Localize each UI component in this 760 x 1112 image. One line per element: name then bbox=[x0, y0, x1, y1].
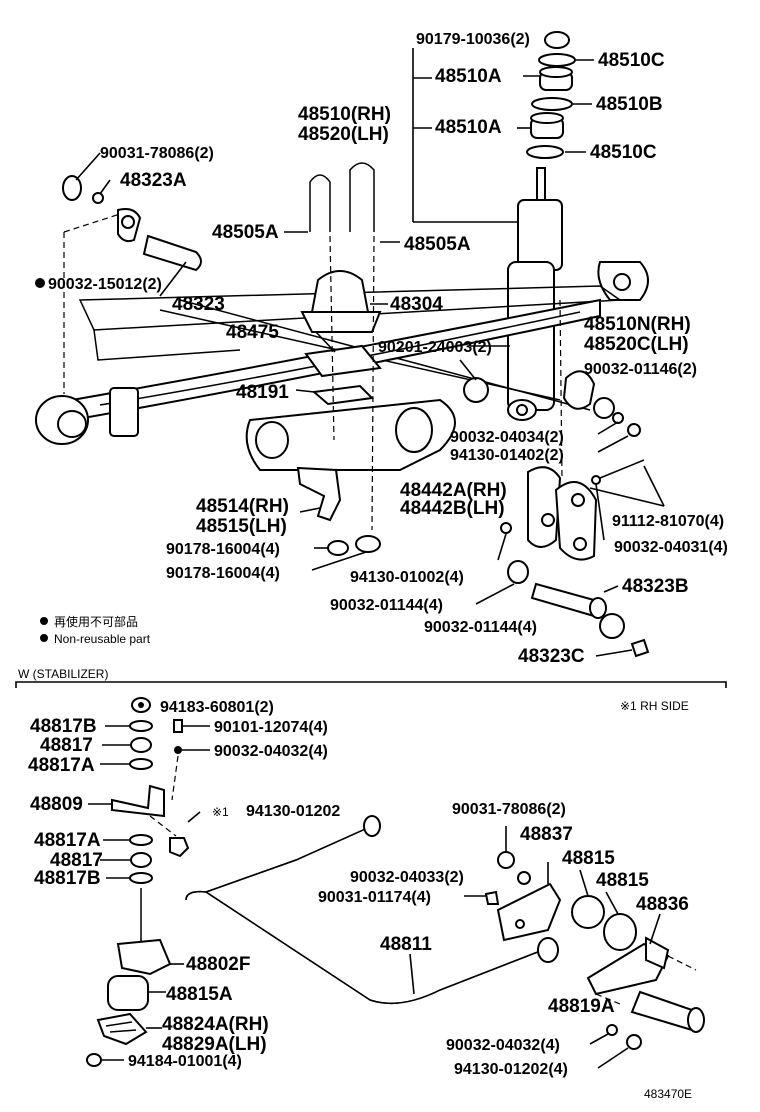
label-48510n-rh: 48510N(RH) bbox=[584, 314, 691, 335]
label-90032-15012: 90032-15012(2) bbox=[48, 276, 162, 293]
legend-english: Non-reusable part bbox=[54, 632, 151, 646]
label-94130-01202-bottom: 94130-01202(4) bbox=[454, 1061, 568, 1078]
label-48824a-rh: 48824A(RH) bbox=[162, 1014, 269, 1035]
label-48323a: 48323A bbox=[120, 170, 187, 191]
label-94130-01402: 94130-01402(2) bbox=[450, 447, 564, 464]
label-48304: 48304 bbox=[390, 294, 443, 315]
label-48442a-rh: 48442A(RH) bbox=[400, 480, 507, 501]
label-48510b: 48510B bbox=[596, 94, 663, 115]
label-90179-10036: 90179-10036(2) bbox=[416, 31, 530, 48]
rh-side-mark: ※1 bbox=[212, 805, 229, 819]
label-48442b-lh: 48442B(LH) bbox=[400, 498, 505, 519]
label-48191: 48191 bbox=[236, 382, 289, 403]
label-48520c-lh: 48520C(LH) bbox=[584, 334, 689, 355]
label-48817b-top: 48817B bbox=[30, 716, 97, 737]
label-90101-12074: 90101-12074(4) bbox=[214, 719, 328, 736]
label-90031-78086-bottom: 90031-78086(2) bbox=[452, 801, 566, 818]
label-90032-04033: 90032-04033(2) bbox=[350, 869, 464, 886]
shock-absorber bbox=[412, 31, 649, 421]
label-48817a-top: 48817A bbox=[28, 755, 95, 776]
legend-bullet bbox=[40, 617, 48, 625]
label-48811: 48811 bbox=[380, 934, 432, 955]
label-48510a-top: 48510A bbox=[435, 66, 502, 87]
label-48802f: 48802F bbox=[186, 954, 250, 975]
label-90031-78086-top: 90031-78086(2) bbox=[100, 145, 214, 162]
label-90201-24003: 90201-24003(2) bbox=[378, 339, 492, 356]
label-48514-rh: 48514(RH) bbox=[196, 496, 289, 517]
front-spring-pin bbox=[35, 152, 202, 394]
label-48817-top: 48817 bbox=[40, 735, 93, 756]
non-reusable-mark bbox=[138, 702, 144, 708]
label-48809: 48809 bbox=[30, 794, 83, 815]
label-48520-lh: 48520(LH) bbox=[298, 124, 389, 145]
label-90032-01144-a: 90032-01144(4) bbox=[330, 597, 443, 614]
label-48510c-bottom: 48510C bbox=[590, 142, 657, 163]
label-48817-bottom: 48817 bbox=[50, 850, 103, 871]
label-94130-01002: 94130-01002(4) bbox=[350, 569, 464, 586]
label-90031-01174: 90031-01174(4) bbox=[318, 889, 431, 906]
label-48817a-bottom: 48817A bbox=[34, 830, 101, 851]
legend-bullet bbox=[40, 634, 48, 642]
diagram-code: 483470E bbox=[644, 1087, 692, 1101]
legend-japanese: 再使用不可部品 bbox=[54, 614, 138, 629]
label-48815-b: 48815 bbox=[596, 870, 649, 891]
label-90178-16004-b: 90178-16004(4) bbox=[166, 565, 280, 582]
label-90032-04031: 90032-04031(4) bbox=[614, 539, 728, 556]
label-48323c: 48323C bbox=[518, 646, 585, 667]
label-48323: 48323 bbox=[172, 294, 225, 315]
label-94184-01001: 94184-01001(4) bbox=[128, 1053, 242, 1070]
label-90032-04032-bottom: 90032-04032(4) bbox=[446, 1037, 560, 1054]
label-48505a-right: 48505A bbox=[404, 234, 471, 255]
label-90032-04032-top: 90032-04032(4) bbox=[214, 743, 328, 760]
label-48505a-left: 48505A bbox=[212, 222, 279, 243]
stabilizer-section bbox=[15, 681, 727, 1069]
label-48510c-top: 48510C bbox=[598, 50, 665, 71]
label-48815-a: 48815 bbox=[562, 848, 615, 869]
label-90178-16004-a: 90178-16004(4) bbox=[166, 541, 280, 558]
part-number-labels: 90179-10036(2) 48510C 48510A 48510B 4851… bbox=[18, 31, 728, 1101]
label-48323b: 48323B bbox=[622, 576, 689, 597]
label-48817b-bottom: 48817B bbox=[34, 868, 101, 889]
label-48819a: 48819A bbox=[548, 996, 615, 1017]
label-48837: 48837 bbox=[520, 824, 573, 845]
label-90032-04034: 90032-04034(2) bbox=[450, 429, 564, 446]
label-48510-rh: 48510(RH) bbox=[298, 104, 391, 125]
label-48515-lh: 48515(LH) bbox=[196, 516, 287, 537]
label-91112-81070: 91112-81070(4) bbox=[612, 513, 724, 530]
label-94130-01202-top: 94130-01202 bbox=[246, 803, 340, 820]
label-48510a-bottom: 48510A bbox=[435, 117, 502, 138]
frame-and-leaf-spring bbox=[35, 162, 623, 571]
label-48815a: 48815A bbox=[166, 984, 233, 1005]
stabilizer-section-title: W (STABILIZER) bbox=[18, 667, 108, 681]
label-48475: 48475 bbox=[226, 322, 279, 343]
label-48836: 48836 bbox=[636, 894, 689, 915]
rear-shackle bbox=[475, 299, 665, 658]
rh-side-note: ※1 RH SIDE bbox=[620, 699, 689, 713]
label-94183-60801: 94183-60801(2) bbox=[160, 699, 274, 716]
label-48829a-lh: 48829A(LH) bbox=[162, 1034, 267, 1055]
label-90032-01144-b: 90032-01144(4) bbox=[424, 619, 537, 636]
label-90032-01146: 90032-01146(2) bbox=[584, 361, 697, 378]
